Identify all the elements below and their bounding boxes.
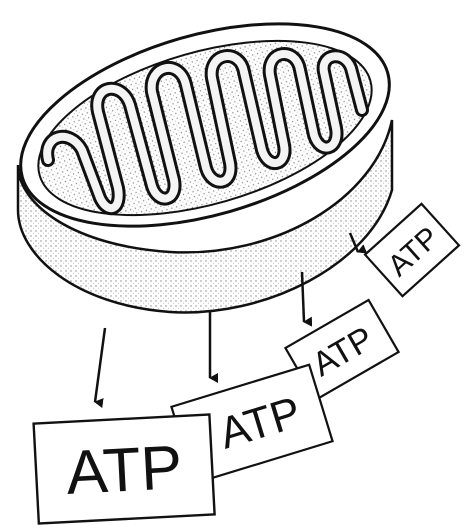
mitochondrion	[0, 0, 412, 312]
arrow-1	[95, 328, 105, 402]
atp-label-1: ATP	[64, 433, 183, 508]
atp-card-1: ATP	[34, 414, 215, 523]
